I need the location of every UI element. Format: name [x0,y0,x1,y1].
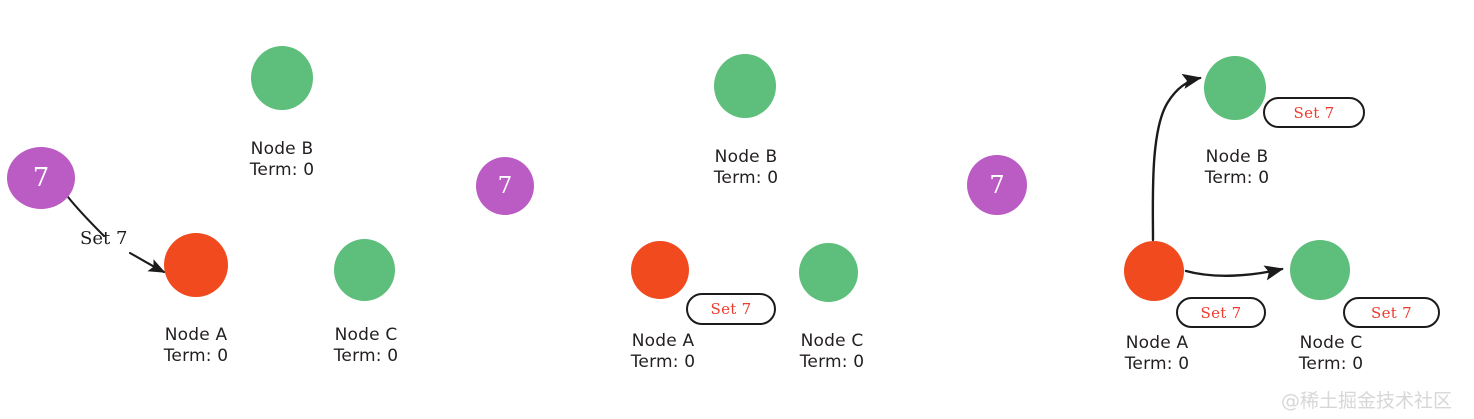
node-c-set-badge[interactable]: Set 7 [1343,297,1440,328]
node-a-set-badge[interactable]: Set 7 [1176,297,1266,328]
node-c-circle[interactable] [799,243,858,302]
node-c-term: Term: 0 [1298,354,1364,375]
node-b-badge-label: Set 7 [1293,103,1335,122]
node-a-circle[interactable] [631,241,689,299]
client-value-label: 7 [989,171,1005,199]
client-value-label: 7 [497,172,513,199]
node-a-term: Term: 0 [630,352,696,373]
node-b-name: Node B [1205,147,1269,167]
node-c-name: Node C [1299,333,1363,353]
node-c-caption: Node C Term: 0 [1271,333,1391,376]
node-a-set-badge[interactable]: Set 7 [686,293,776,325]
node-a-name: Node A [164,325,228,345]
arrow-node-a-to-node-c [1184,265,1284,281]
node-c-badge-label: Set 7 [1371,303,1412,322]
node-a-circle[interactable] [1124,241,1184,301]
node-b-term: Term: 0 [249,160,315,181]
client-value-label: 7 [32,163,50,193]
client-node[interactable]: 7 [967,155,1027,215]
node-c-name: Node C [800,331,864,351]
node-b-caption: Node B Term: 0 [1177,147,1297,190]
watermark: @稀土掘金技术社区 [1281,390,1453,412]
client-node[interactable]: 7 [476,157,534,215]
node-b-term: Term: 0 [713,168,779,189]
node-c-circle[interactable] [1290,240,1350,300]
node-b-caption: Node B Term: 0 [222,139,342,182]
node-a-badge-label: Set 7 [1200,303,1242,322]
node-c-name: Node C [334,325,398,345]
node-b-caption: Node B Term: 0 [686,147,806,190]
node-b-circle[interactable] [1204,56,1266,120]
node-c-term: Term: 0 [333,346,399,367]
arrow-setvalue-to-node-a [128,251,166,274]
node-a-name: Node A [631,331,695,351]
node-a-term: Term: 0 [163,346,229,367]
node-b-set-badge[interactable]: Set 7 [1263,97,1365,128]
node-b-circle[interactable] [714,54,776,118]
node-c-caption: Node C Term: 0 [306,325,426,368]
arrow-label-set-7: Set 7 [80,228,128,249]
node-b-name: Node B [714,147,778,167]
node-a-caption: Node A Term: 0 [1097,333,1217,376]
client-node[interactable]: 7 [7,147,75,209]
node-a-caption: Node A Term: 0 [136,325,256,368]
node-b-term: Term: 0 [1204,168,1270,189]
node-b-name: Node B [250,139,314,159]
node-a-circle[interactable] [164,233,228,297]
node-a-name: Node A [1125,333,1189,353]
node-a-term: Term: 0 [1124,354,1190,375]
node-a-caption: Node A Term: 0 [603,331,723,374]
node-a-badge-label: Set 7 [710,300,752,318]
node-b-circle[interactable] [251,46,313,110]
node-c-term: Term: 0 [799,352,865,373]
node-c-caption: Node C Term: 0 [772,331,892,374]
node-c-circle[interactable] [334,239,395,301]
